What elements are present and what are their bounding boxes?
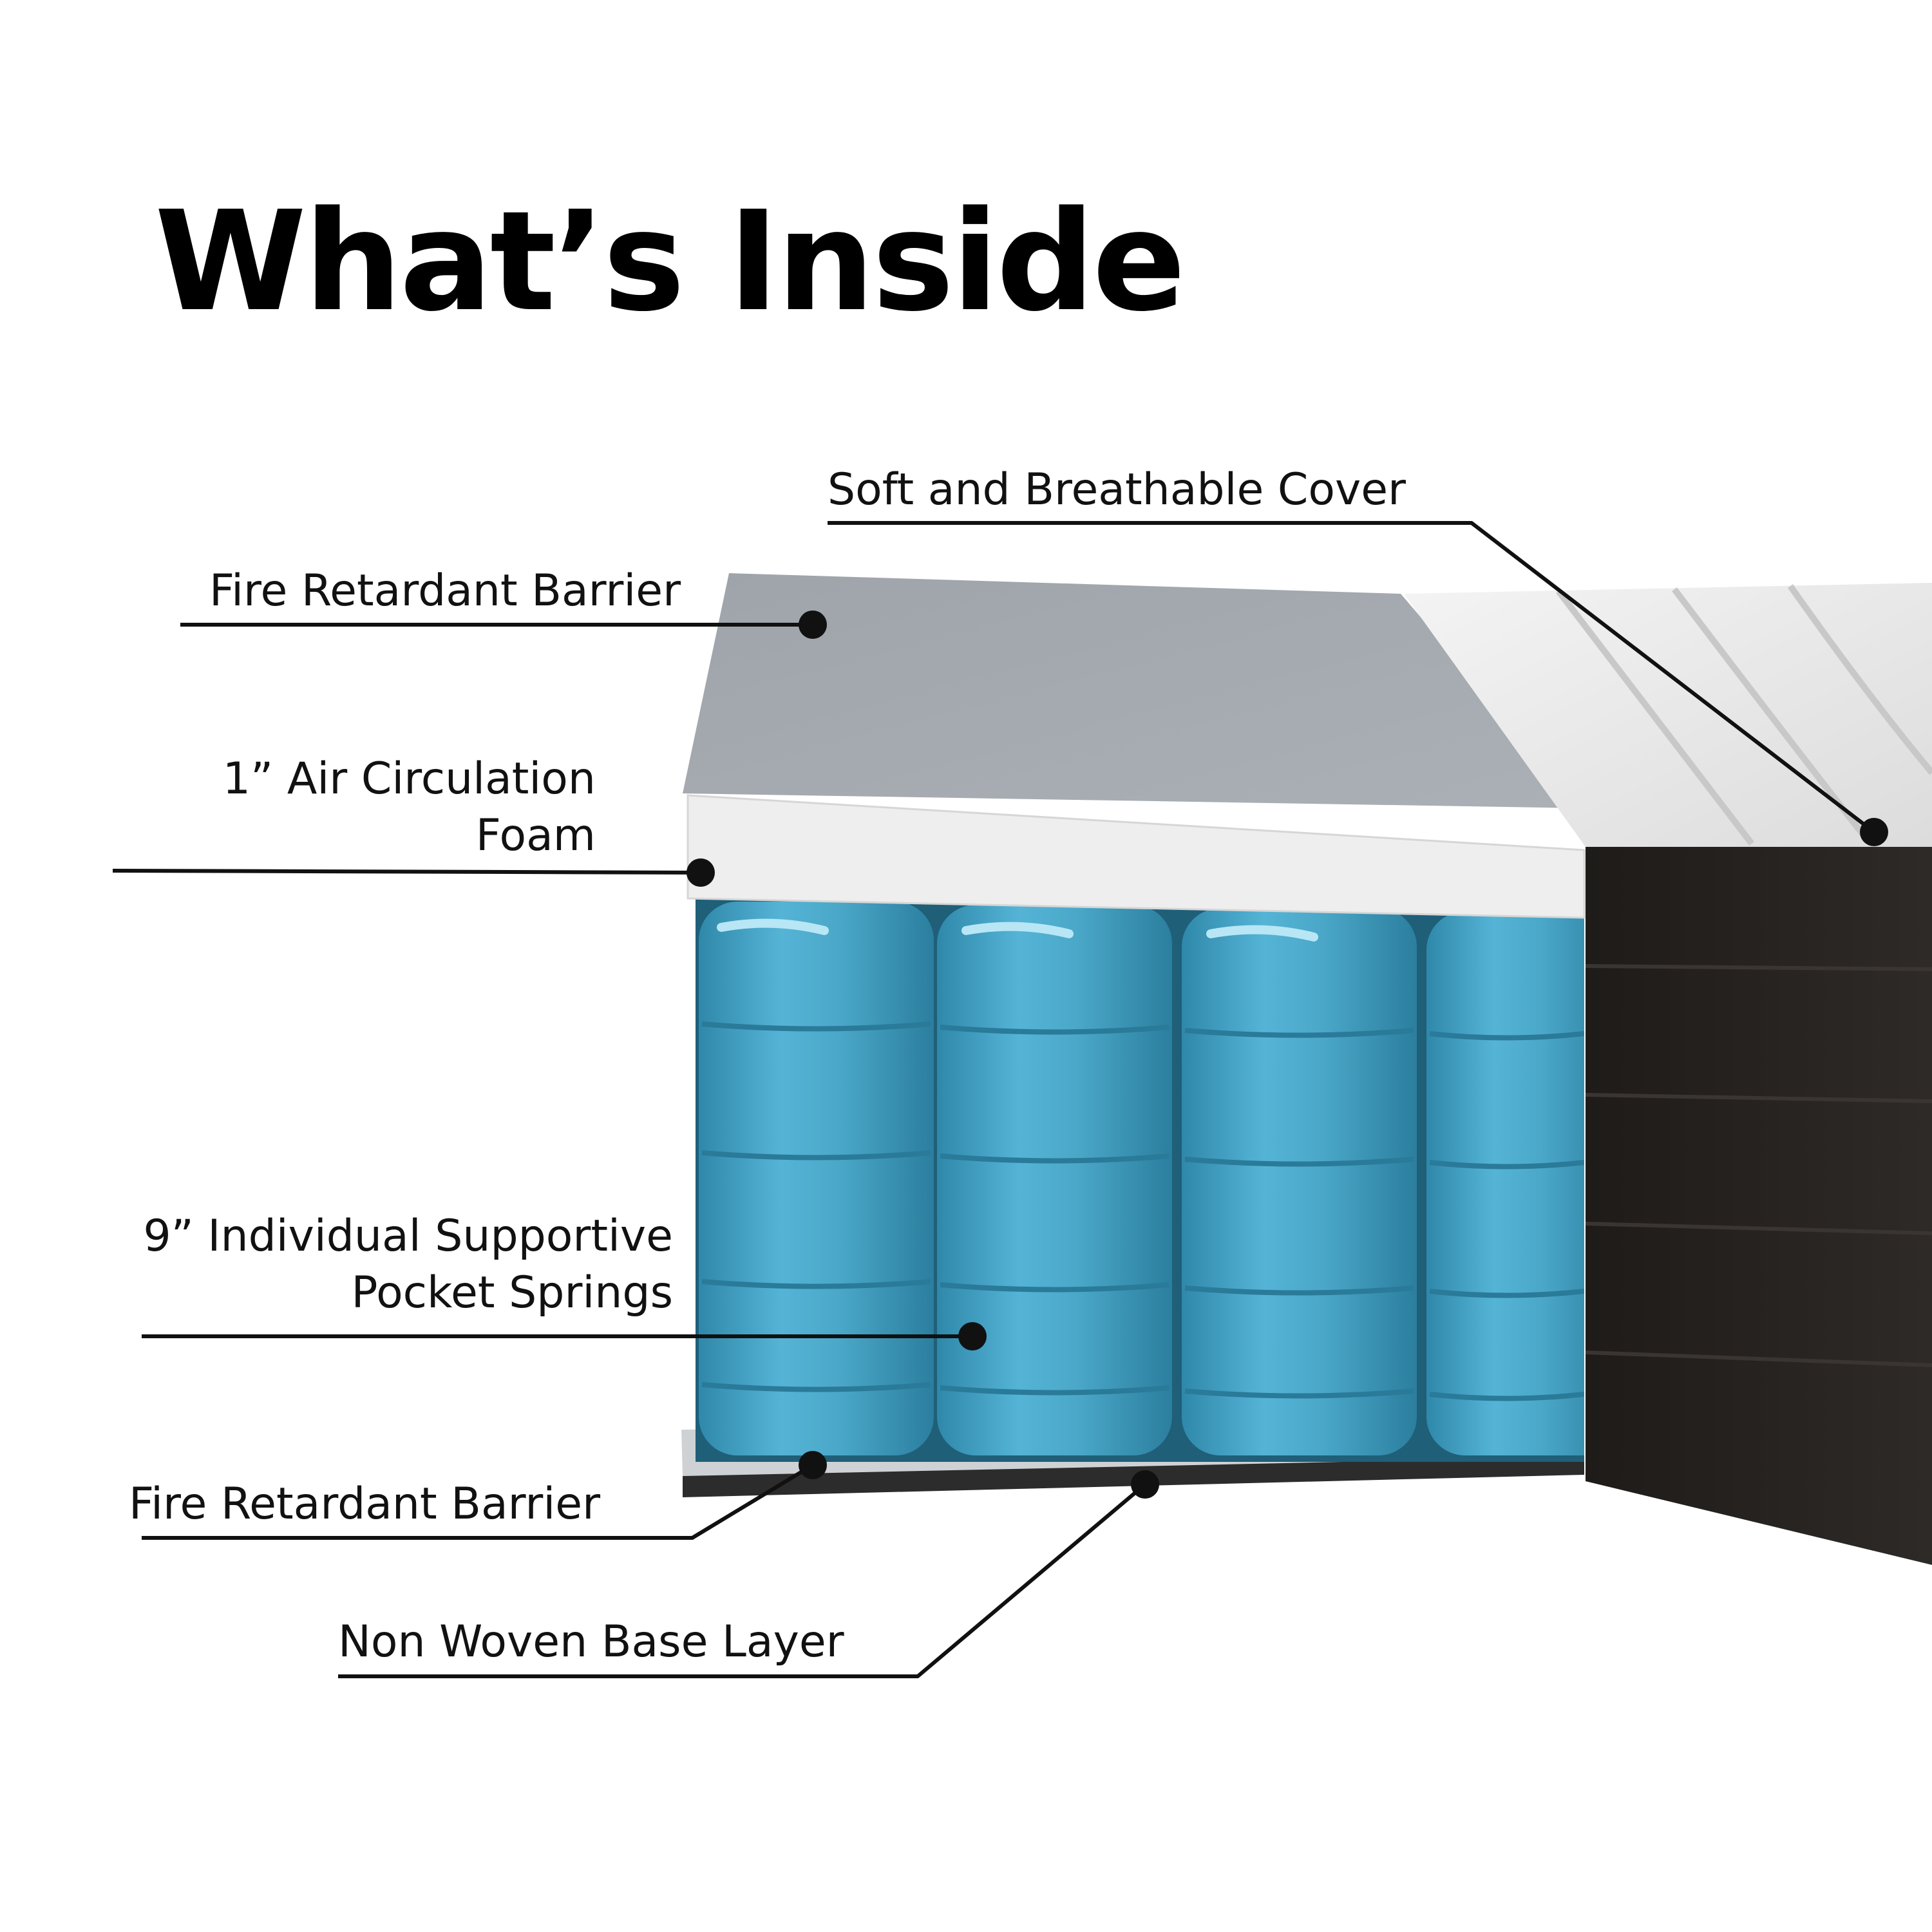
cover-marker: [1860, 818, 1888, 846]
pocket-springs: [696, 895, 1584, 1462]
springs-label-line1: 9” Individual Supportive: [143, 1211, 673, 1262]
foam-label-line2: Foam: [476, 810, 596, 861]
callout-top-barrier: Fire Retardant Barrier: [180, 565, 827, 639]
callout-foam: 1” Air Circulation Foam: [112, 753, 715, 887]
callout-springs: 9” Individual Supportive Pocket Springs: [142, 1211, 987, 1350]
bottom-barrier-leader-line: [142, 1463, 814, 1540]
callout-bottom-barrier: Fire Retardant Barrier: [129, 1451, 827, 1540]
air-circulation-foam: [687, 794, 1586, 919]
base-leader-line: [338, 1482, 1146, 1678]
pocket-spring: [699, 902, 934, 1455]
springs-marker: [958, 1322, 987, 1350]
mattress-illustration: [681, 573, 1932, 1565]
springs-label-line2: Pocket Springs: [351, 1267, 673, 1318]
callout-base: Non Woven Base Layer: [338, 1470, 1159, 1678]
side-panel-stitching: [1585, 964, 1932, 1367]
top-barrier-label: Fire Retardant Barrier: [209, 565, 681, 616]
pocket-spring: [1182, 908, 1417, 1455]
quilted-cover-top: [1404, 583, 1932, 847]
foam-marker: [687, 858, 715, 887]
bottom-barrier-label: Fire Retardant Barrier: [129, 1479, 600, 1530]
foam-label-line1: 1” Air Circulation: [223, 753, 596, 804]
cover-leader-line: [828, 521, 1875, 834]
cover-label: Soft and Breathable Cover: [828, 464, 1406, 515]
callout-cover: Soft and Breathable Cover: [828, 464, 1888, 846]
pocket-spring: [937, 905, 1172, 1455]
page-title: What’s Inside: [155, 182, 1183, 342]
top-fire-retardant-barrier: [683, 573, 1584, 808]
mattress-side-panel: [1586, 847, 1932, 1565]
base-marker: [1131, 1470, 1159, 1499]
bottom-barrier-marker: [799, 1451, 827, 1479]
foam-leader-line: [112, 869, 701, 875]
pocket-spring: [1426, 911, 1584, 1455]
top-barrier-marker: [799, 611, 827, 639]
base-label: Non Woven Base Layer: [338, 1616, 844, 1667]
